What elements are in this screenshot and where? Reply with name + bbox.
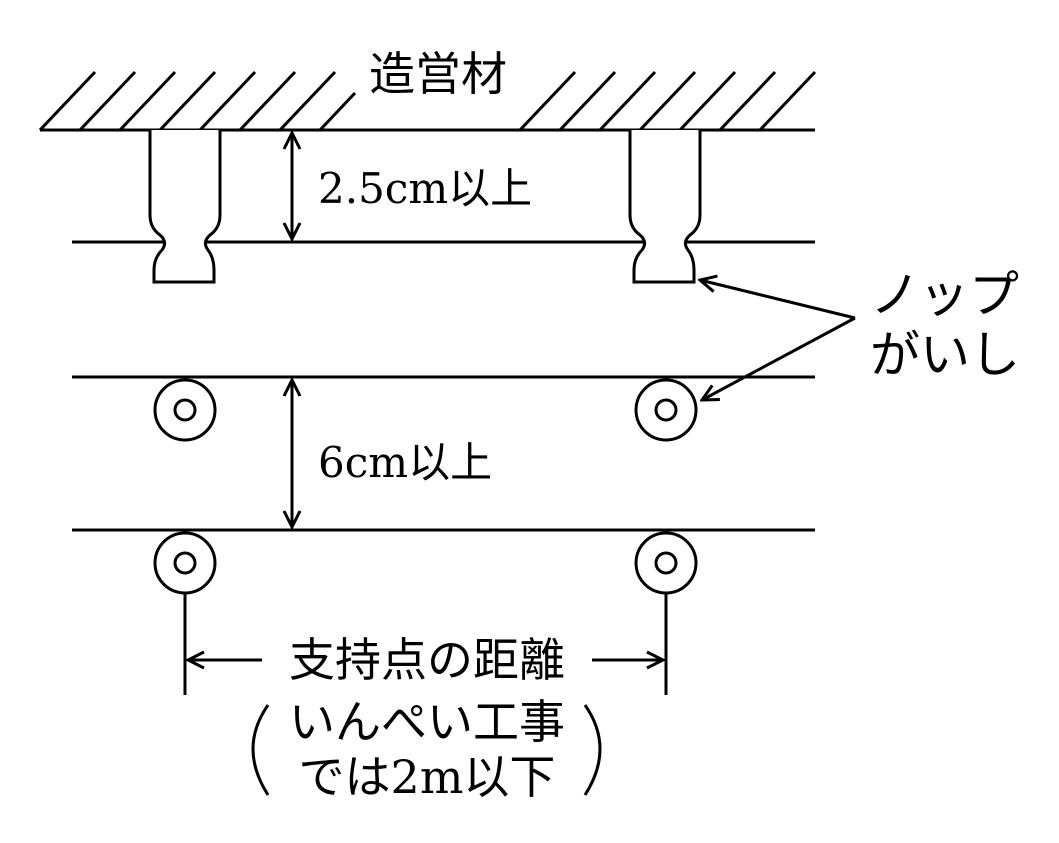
right-paren [583,704,602,796]
concealed-wiring-note: いんぺい工事 では2m以下 [251,695,602,804]
ceiling-structure: 造営材 [38,47,817,132]
middle-clearance-label: 6cm以上 [318,438,492,487]
support-span-label: 支持点の距離 [289,633,565,687]
ceiling-hatching [38,70,817,132]
top-clearance-label: 2.5cm以上 [318,164,532,213]
ceiling-label: 造営材 [369,47,507,101]
knob-insulator-front-left [153,378,217,442]
knob-insulator-bottom-left [153,531,217,695]
insulator-label-line1: ノップ [870,266,1019,324]
knob-insulator-front-right [634,378,698,442]
knob-insulator-left [148,130,222,284]
insulator-label-line2: がいし [870,326,1020,384]
support-span-dimension: 支持点の距離 [188,633,663,687]
knob-insulator-right [628,130,702,284]
note-line1: いんぺい工事 [289,695,565,749]
left-paren [251,704,270,796]
knob-insulator-bottom-right [634,531,698,695]
insulator-callout: ノップ がいし [700,266,1020,400]
note-line2: では2m以下 [299,750,556,804]
